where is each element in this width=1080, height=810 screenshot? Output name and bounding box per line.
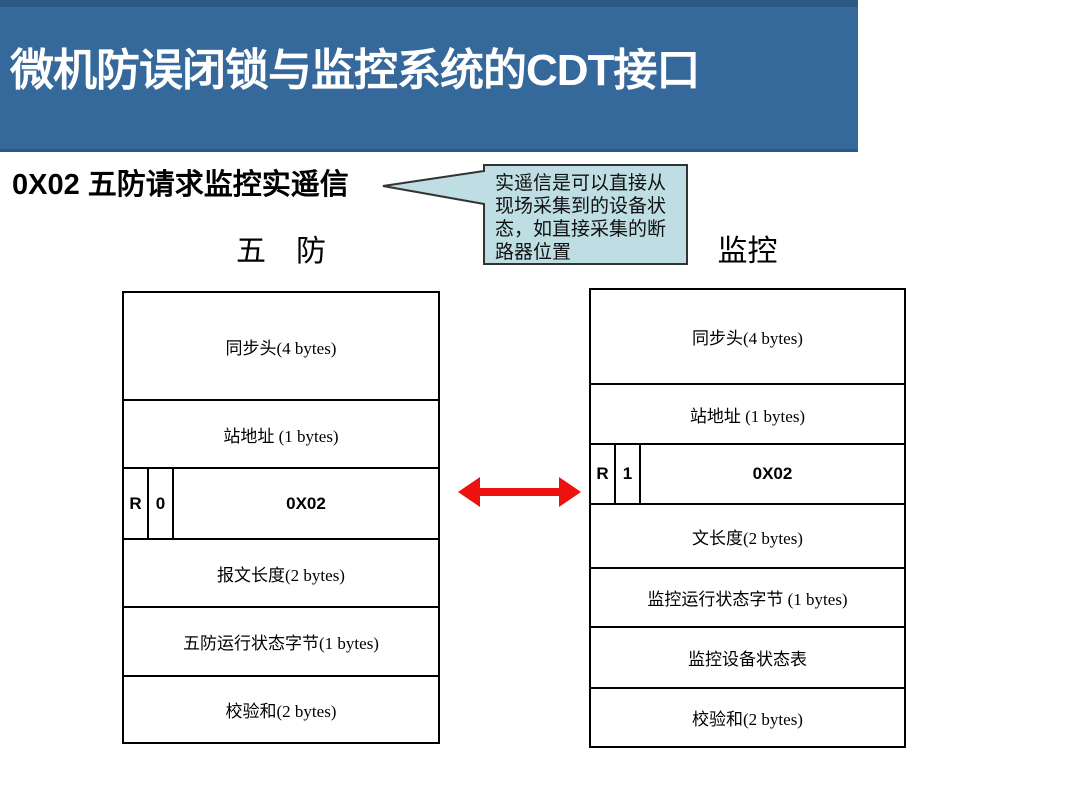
header-bar: 微机防误闭锁与监控系统的CDT接口 xyxy=(0,0,858,152)
bit-cell-r: R xyxy=(591,445,616,503)
function-code-cell: 0X02 xyxy=(286,493,326,513)
monitoring-frame-table: 同步头(4 bytes) 站地址 (1 bytes) R 1 0X02 文长度(… xyxy=(589,288,906,748)
callout-bubble xyxy=(382,164,688,265)
five-prevention-frame-table: 同步头(4 bytes) 站地址 (1 bytes) R 0 0X02 报文长度… xyxy=(122,291,440,744)
frame-row-control-code: R 0 0X02 xyxy=(124,467,438,538)
callout-line: 态，如直接采集的断 xyxy=(495,219,667,240)
bit-cell-flag: 1 xyxy=(616,445,641,503)
bidirectional-arrow-icon xyxy=(458,477,581,507)
callout-line: 现场采集到的设备状 xyxy=(495,196,667,217)
slide-title: 微机防误闭锁与监控系统的CDT接口 xyxy=(10,46,700,95)
frame-row-message-length: 文长度(2 bytes) xyxy=(591,503,904,567)
frame-row-station-address: 站地址 (1 bytes) xyxy=(591,383,904,443)
frame-row-station-address: 站地址 (1 bytes) xyxy=(124,399,438,467)
frame-row-checksum: 校验和(2 bytes) xyxy=(591,687,904,746)
callout-line: 实遥信是可以直接从 xyxy=(495,173,667,194)
callout-line: 路器位置 xyxy=(495,242,572,263)
bit-cell-flag: 0 xyxy=(149,469,174,538)
frame-row-message-length: 报文长度(2 bytes) xyxy=(124,538,438,606)
arrow-shape xyxy=(458,477,581,507)
frame-row-checksum: 校验和(2 bytes) xyxy=(124,675,438,742)
function-code-cell: 0X02 xyxy=(752,464,793,483)
frame-row-run-status: 监控运行状态字节 (1 bytes) xyxy=(591,567,904,626)
header-bottom-edge xyxy=(0,149,858,152)
frame-row-sync-header: 同步头(4 bytes) xyxy=(692,329,803,348)
callout-bubble-shape xyxy=(382,164,688,265)
frame-row-control-code: R 1 0X02 xyxy=(591,443,904,503)
section-subtitle: 0X02 五防请求监控实遥信 xyxy=(12,169,349,201)
bit-cell-r: R xyxy=(124,469,149,538)
frame-row-sync-header: 同步头(4 bytes) xyxy=(225,338,337,358)
monitoring-label: 监控 xyxy=(717,235,778,268)
header-top-edge xyxy=(0,0,858,7)
frame-row-device-status-table: 监控设备状态表 xyxy=(591,626,904,687)
frame-row-run-status: 五防运行状态字节(1 bytes) xyxy=(124,606,438,675)
five-prevention-label: 五 防 xyxy=(236,235,326,268)
callout-text: 实遥信是可以直接从 现场采集到的设备状 态，如直接采集的断 路器位置 xyxy=(495,172,681,264)
